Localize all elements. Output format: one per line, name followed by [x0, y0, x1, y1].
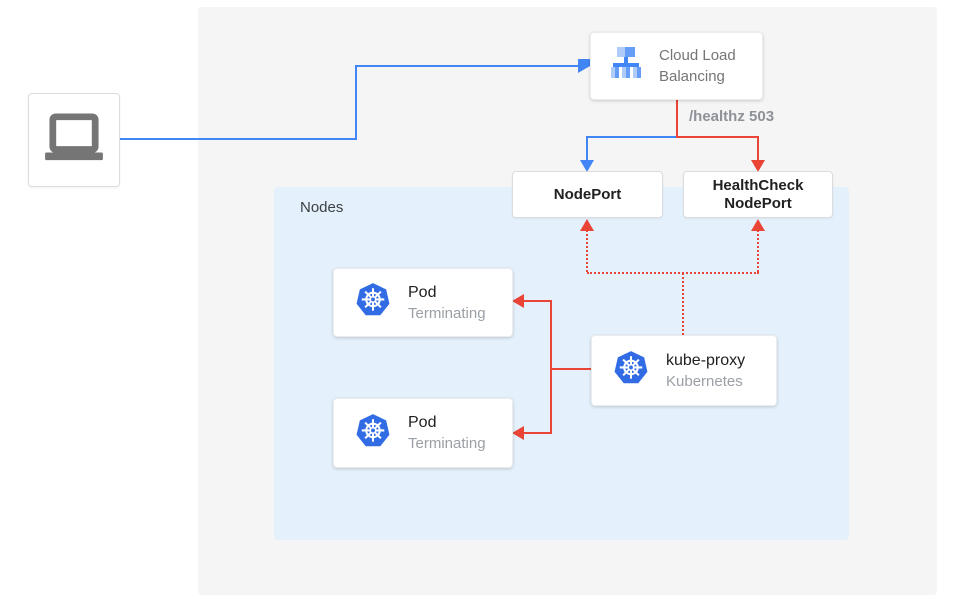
healthcheck-label-line1: HealthCheck — [712, 176, 804, 194]
pod-2-node: Pod Terminating — [333, 398, 513, 468]
dotted-to-healthcheck — [757, 230, 759, 272]
dotted-kubeproxy-up — [682, 273, 684, 335]
branch-blue-horizontal — [586, 136, 678, 138]
nodes-label: Nodes — [300, 199, 344, 216]
kubernetes-icon — [612, 350, 650, 391]
kube-proxy-node: kube-proxy Kubernetes — [591, 335, 777, 406]
client-line-horizontal — [120, 138, 356, 140]
arrowhead-into-clb — [578, 59, 590, 73]
arrowhead-into-pod2 — [512, 426, 524, 440]
kube-proxy-text: kube-proxy Kubernetes — [666, 350, 745, 392]
pods-trunk-line — [550, 300, 552, 434]
pod-1-node: Pod Terminating — [333, 268, 513, 337]
pod-1-status: Terminating — [408, 304, 486, 322]
healthcheck-nodeport-node: HealthCheck NodePort — [683, 171, 833, 218]
branch-red-horizontal — [676, 136, 759, 138]
kubernetes-icon — [354, 413, 392, 454]
kube-proxy-subtitle: Kubernetes — [666, 372, 743, 390]
pod-1-text: Pod Terminating — [408, 282, 486, 324]
branch-blue-vertical — [586, 136, 588, 161]
load-balancer-icon — [606, 44, 646, 89]
dotted-to-nodeport — [586, 230, 588, 272]
cloud-load-balancing-label: Cloud Load Balancing — [659, 47, 736, 85]
kube-proxy-title: kube-proxy — [666, 351, 746, 369]
arrowhead-dotted-nodeport — [580, 219, 594, 231]
kubernetes-icon — [354, 282, 392, 323]
clb-drop-line — [676, 100, 678, 138]
nodeport-node: NodePort — [512, 171, 663, 218]
arrowhead-into-healthcheck — [751, 160, 765, 172]
pod2-line — [524, 432, 551, 434]
pod-1-title: Pod — [408, 283, 437, 301]
pod-2-title: Pod — [408, 414, 437, 431]
branch-red-vertical — [757, 136, 759, 161]
healthz-status-label: /healthz 503 — [689, 108, 775, 125]
healthcheck-label-line2: NodePort — [724, 194, 792, 212]
nodeport-label: NodePort — [553, 185, 622, 203]
pod-2-status: Terminating — [408, 435, 486, 452]
client-line-vertical — [355, 65, 357, 140]
dotted-horizontal — [587, 272, 759, 274]
cloud-load-balancing-node: Cloud Load Balancing — [590, 32, 763, 100]
client-node — [28, 93, 120, 187]
arrowhead-into-nodeport — [580, 160, 594, 172]
pod1-line — [524, 300, 551, 302]
laptop-icon — [43, 112, 105, 169]
arrowhead-dotted-healthcheck — [751, 219, 765, 231]
client-line-to-clb — [355, 65, 578, 67]
pod-2-text: Pod Terminating — [408, 412, 486, 454]
arrowhead-into-pod1 — [512, 294, 524, 308]
kubeproxy-out-line — [551, 368, 591, 370]
